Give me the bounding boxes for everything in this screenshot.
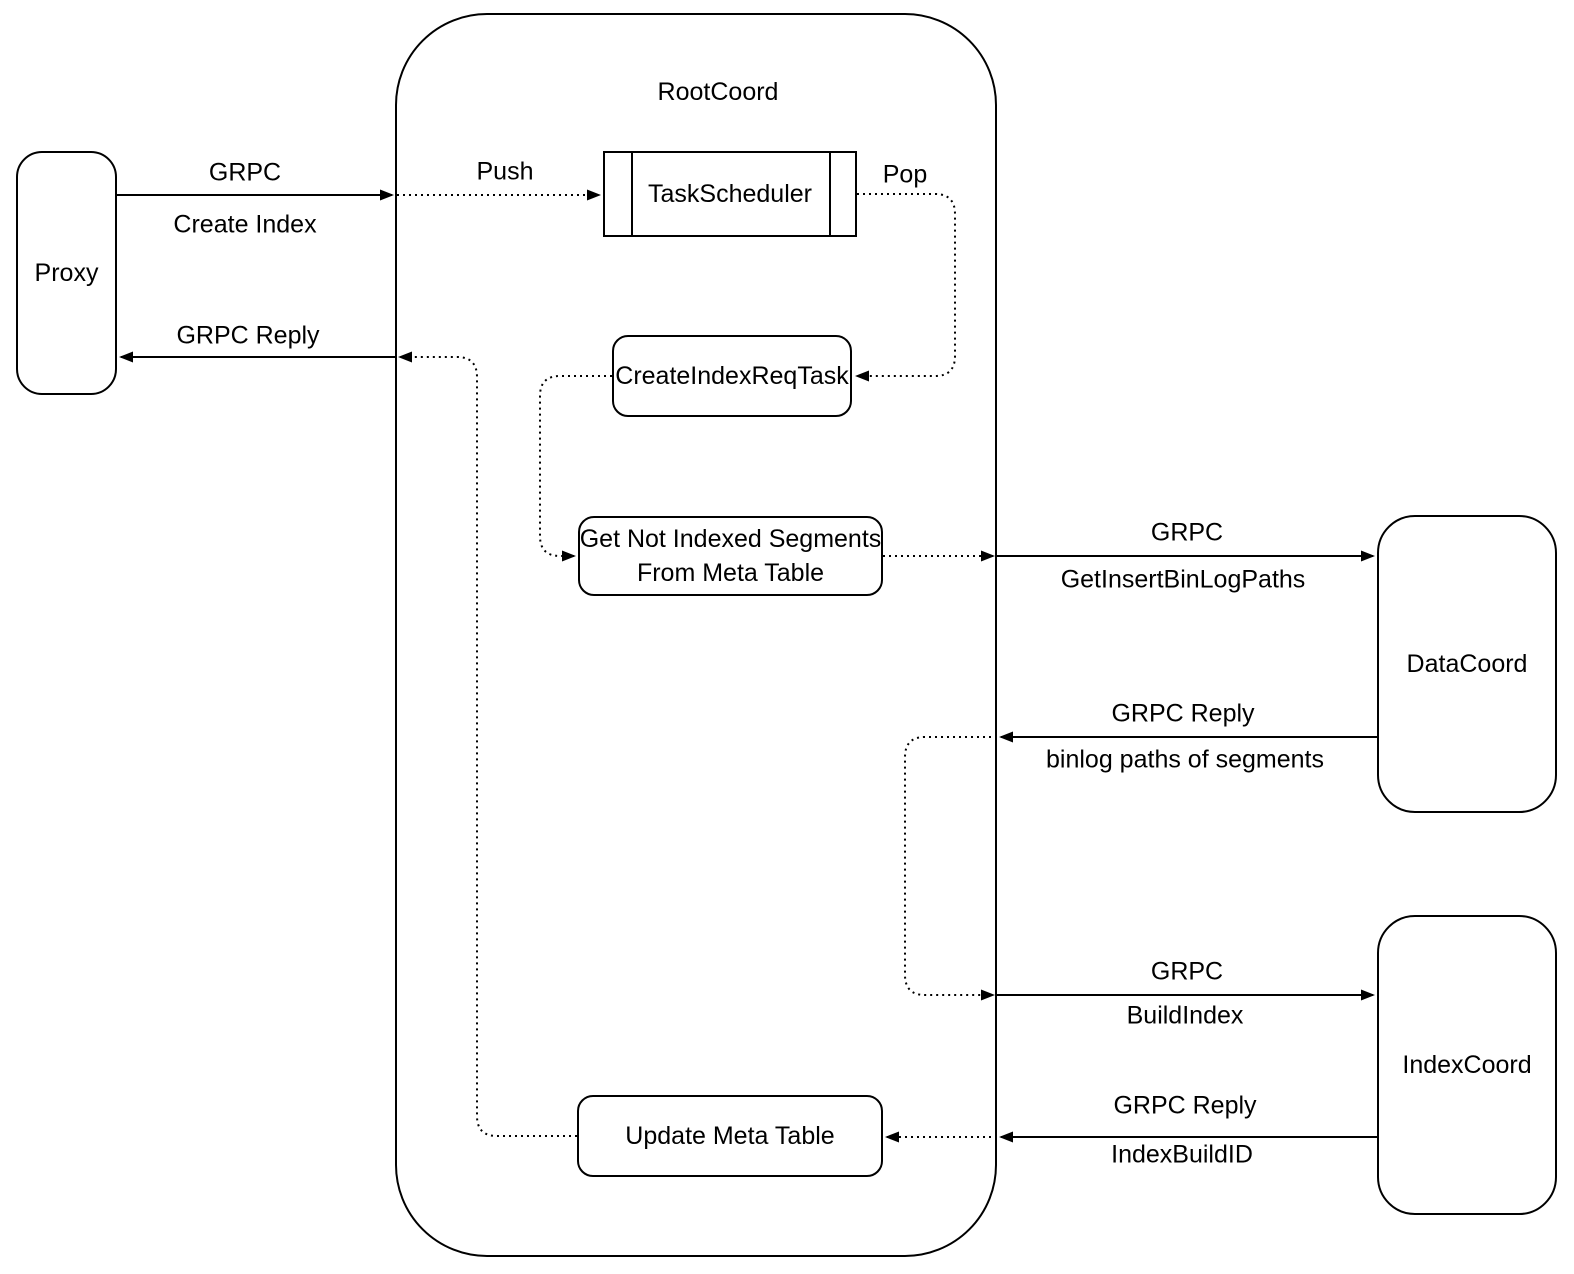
update-meta-table-label: Update Meta Table <box>625 1122 835 1150</box>
data-coord-node: DataCoord <box>1377 515 1557 813</box>
label-grpc-getinsert-1: GRPC <box>1150 518 1224 547</box>
edge-createindexreqtask-to-getnotindexed <box>539 375 612 562</box>
rootcoord-label: RootCoord <box>657 78 779 106</box>
index-coord-label: IndexCoord <box>1402 1051 1532 1079</box>
label-grpc-getinsert-2: GetInsertBinLogPaths <box>1060 565 1306 594</box>
task-scheduler-left-bar <box>631 153 633 235</box>
edge-updatemetatable-to-reply <box>398 351 577 1137</box>
edge-pop <box>855 193 956 382</box>
label-grpc-buildindex-2: BuildIndex <box>1126 1001 1244 1030</box>
edge-reply-to-buildindex-loop <box>904 736 997 1001</box>
create-index-req-task-node: CreateIndexReqTask <box>612 335 852 417</box>
task-scheduler-node: TaskScheduler <box>603 151 857 237</box>
get-not-indexed-segments-node: Get Not Indexed Segments From Meta Table <box>578 516 883 596</box>
label-grpc-reply-binlog-1: GRPC Reply <box>1111 699 1255 728</box>
index-coord-node: IndexCoord <box>1377 915 1557 1215</box>
label-pop: Pop <box>882 160 928 189</box>
label-grpc-create-index-1: GRPC <box>208 158 282 187</box>
task-scheduler-right-bar <box>829 153 831 235</box>
label-grpc-buildindex-1: GRPC <box>1150 957 1224 986</box>
label-grpc-create-index-2: Create Index <box>173 210 317 239</box>
create-index-req-task-label: CreateIndexReqTask <box>615 362 849 390</box>
task-scheduler-label: TaskScheduler <box>648 180 812 208</box>
label-grpc-reply-buildid-2: IndexBuildID <box>1111 1140 1253 1169</box>
proxy-node: Proxy <box>16 151 117 395</box>
get-not-indexed-line1: Get Not Indexed Segments <box>579 525 882 553</box>
proxy-label: Proxy <box>34 259 99 287</box>
label-grpc-reply-proxy: GRPC Reply <box>176 321 320 350</box>
get-not-indexed-line2: From Meta Table <box>636 559 825 587</box>
label-grpc-reply-buildid-1: GRPC Reply <box>1113 1091 1257 1120</box>
update-meta-table-node: Update Meta Table <box>577 1095 883 1177</box>
label-grpc-reply-binlog-2: binlog paths of segments <box>1046 745 1324 774</box>
label-push: Push <box>476 157 534 186</box>
data-coord-label: DataCoord <box>1406 650 1528 678</box>
